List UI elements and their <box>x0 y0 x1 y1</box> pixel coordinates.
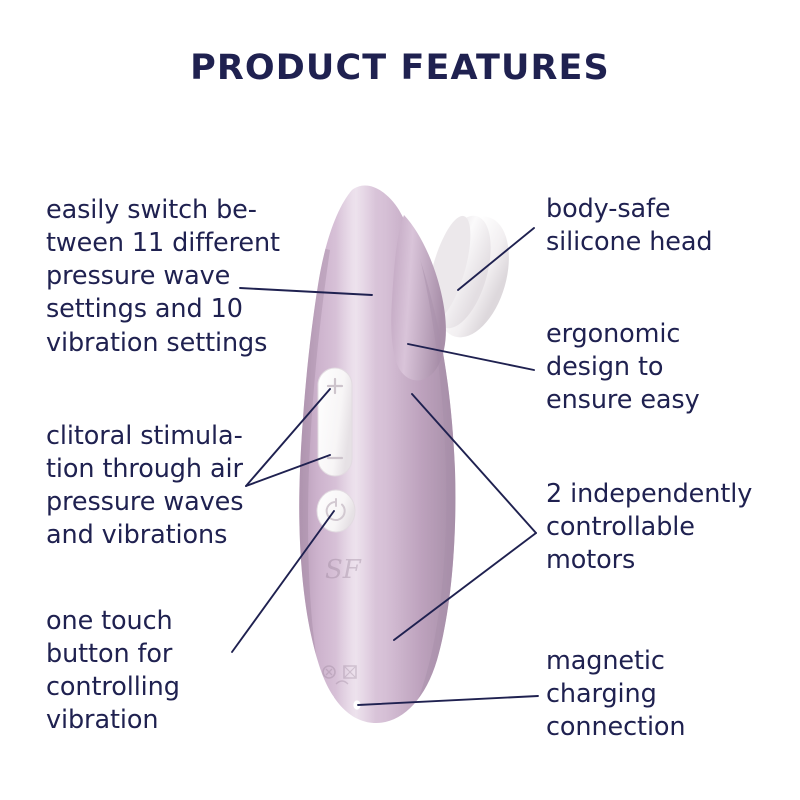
callout-two-motors: 2 independently controllable motors <box>546 479 753 576</box>
svg-text:SF: SF <box>325 555 362 585</box>
pressure-wave-control-strip[interactable] <box>317 367 353 477</box>
callout-ergonomic-design: ergonomic design to ensure easy <box>546 319 700 416</box>
callout-clitoral-stimulation: clitoral stimula- tion through air press… <box>46 421 244 551</box>
callout-silicone-head: body-safe silicone head <box>546 194 713 258</box>
regulatory-symbols <box>322 665 357 685</box>
product-neck <box>391 215 446 381</box>
callout-one-touch-button: one touch button for controlling vibrati… <box>46 606 180 736</box>
plus-icon <box>326 377 344 395</box>
brand-logo-mark: SF <box>325 555 362 585</box>
callout-magnetic-charging: magnetic charging connection <box>546 646 686 743</box>
one-touch-vibration-button[interactable] <box>316 489 356 533</box>
page-title: PRODUCT FEATURES <box>190 48 610 88</box>
callout-pressure-wave-settings: easily switch be- tween 11 different pre… <box>46 195 280 358</box>
